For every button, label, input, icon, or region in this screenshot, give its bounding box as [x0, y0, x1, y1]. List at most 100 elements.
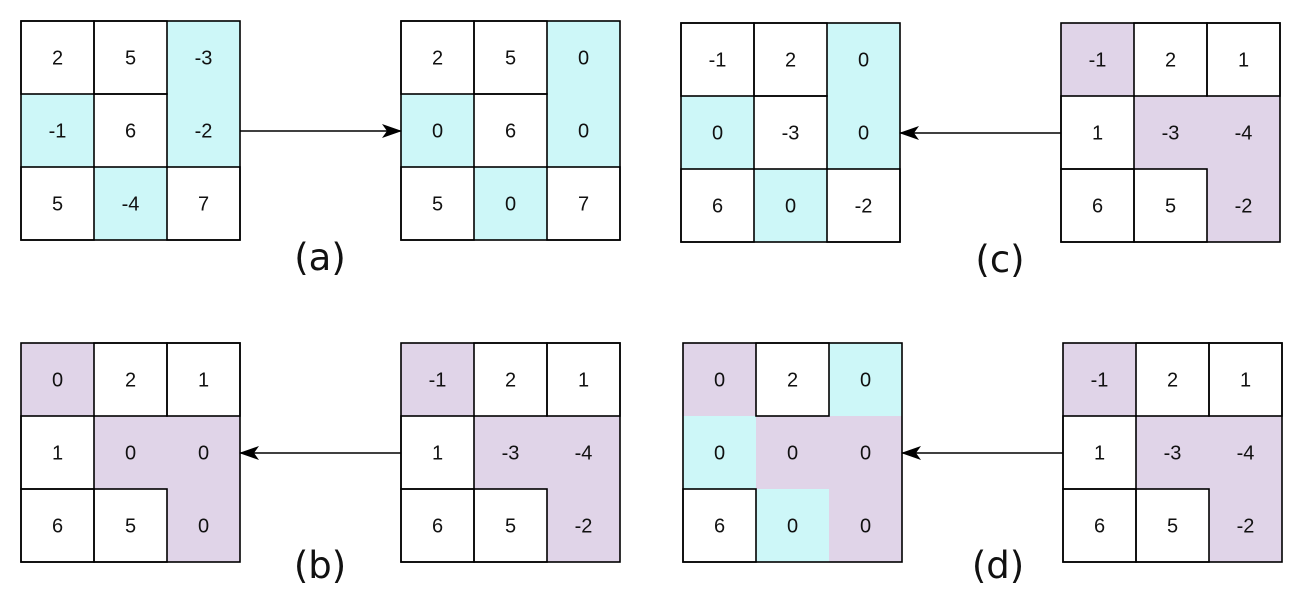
- cell-value: -2: [855, 196, 873, 218]
- cell-value: 5: [1167, 516, 1178, 538]
- cell-value: 2: [1167, 370, 1178, 392]
- cell-value: 0: [198, 516, 209, 538]
- cell-value: 0: [858, 50, 869, 72]
- cell-value: 0: [860, 443, 871, 465]
- matrix-cell-white: [1134, 23, 1207, 96]
- matrix-cell-cyan: [21, 94, 94, 167]
- matrix-cell-cyan: [827, 96, 900, 169]
- cell-value: 5: [505, 48, 516, 70]
- cell-value: 0: [714, 370, 725, 392]
- cell-value: 1: [432, 443, 443, 465]
- panel-caption: (c): [975, 238, 1024, 281]
- matrix-cell-white: [167, 167, 240, 240]
- cell-value: 0: [714, 443, 725, 465]
- matrix-cell-white: [754, 96, 827, 169]
- cell-value: 0: [787, 516, 798, 538]
- cell-value: 5: [125, 48, 136, 70]
- cell-value: 0: [578, 48, 589, 70]
- matrix-cell-white: [1063, 416, 1136, 489]
- matrix-cell-white: [401, 21, 474, 94]
- matrix-cell-white: [94, 94, 167, 167]
- matrix-cell-white: [681, 23, 754, 96]
- cell-value: 1: [1238, 50, 1249, 72]
- cell-value: 1: [1240, 370, 1251, 392]
- cell-value: 0: [860, 516, 871, 538]
- cell-value: 6: [712, 196, 723, 218]
- matrix-cell-purple: [94, 416, 167, 489]
- cell-value: 5: [505, 516, 516, 538]
- cell-value: 6: [52, 516, 63, 538]
- matrix-cell-white: [21, 167, 94, 240]
- matrix-cell-cyan: [547, 94, 620, 167]
- matrix-cell-purple: [1207, 169, 1280, 242]
- cell-border: [473, 93, 548, 168]
- matrix-cell-cyan: [167, 94, 240, 167]
- matrix-cell-white: [683, 489, 756, 562]
- matrix-cell-purple: [21, 343, 94, 416]
- matrix-cell-white: [21, 416, 94, 489]
- matrix-cell-white: [474, 94, 547, 167]
- matrix-cell-cyan: [827, 23, 900, 96]
- cell-value: -1: [1091, 370, 1109, 392]
- cell-value: -1: [429, 370, 447, 392]
- matrix-cell-purple: [547, 416, 620, 489]
- cell-value: 6: [1092, 196, 1103, 218]
- cell-value: -3: [1164, 443, 1182, 465]
- cell-value: -4: [575, 443, 593, 465]
- cell-value: 0: [858, 123, 869, 145]
- cell-value: -4: [1237, 443, 1255, 465]
- cell-value: -1: [709, 50, 727, 72]
- cell-value: 2: [505, 370, 516, 392]
- matrix-cell-white: [474, 343, 547, 416]
- cell-value: 5: [1165, 196, 1176, 218]
- cell-value: -1: [1089, 50, 1107, 72]
- cell-border: [93, 93, 168, 168]
- cell-value: 2: [787, 370, 798, 392]
- matrix-cell-purple: [167, 489, 240, 562]
- matrix-cell-purple: [683, 343, 756, 416]
- matrix-cell-cyan: [756, 489, 829, 562]
- cell-value: 5: [52, 194, 63, 216]
- cell-value: 0: [860, 370, 871, 392]
- cell-value: 1: [52, 443, 63, 465]
- cell-value: 0: [785, 196, 796, 218]
- cell-value: 7: [198, 194, 209, 216]
- cell-value: -2: [1235, 196, 1253, 218]
- matrix-cell-white: [547, 167, 620, 240]
- matrix-cell-white: [754, 23, 827, 96]
- matrix-cell-white: [401, 489, 474, 562]
- matrix-cell-white: [94, 489, 167, 562]
- cell-value: 1: [1092, 123, 1103, 145]
- matrix-cell-cyan: [829, 343, 902, 416]
- panel-caption: (d): [972, 544, 1024, 587]
- matrix-cell-purple: [1061, 23, 1134, 96]
- matrix-cell-white: [94, 343, 167, 416]
- cell-value: 0: [432, 121, 443, 143]
- matrix-cell-purple: [829, 489, 902, 562]
- matrix-cell-white: [1063, 489, 1136, 562]
- cell-value: -3: [195, 48, 213, 70]
- matrix-cell-purple: [1063, 343, 1136, 416]
- cell-value: 2: [125, 370, 136, 392]
- matrix-cell-purple: [1209, 416, 1282, 489]
- matrix-cell-white: [401, 167, 474, 240]
- panel-caption: (a): [294, 236, 346, 279]
- matrix-cell-cyan: [683, 416, 756, 489]
- cell-value: 6: [125, 121, 136, 143]
- matrix-cell-white: [474, 21, 547, 94]
- cell-value: 0: [125, 443, 136, 465]
- cell-value: -1: [49, 121, 67, 143]
- matrix-cell-white: [1207, 23, 1280, 96]
- cell-value: 2: [785, 50, 796, 72]
- matrix-cell-purple: [1134, 96, 1207, 169]
- matrix-cell-white: [827, 169, 900, 242]
